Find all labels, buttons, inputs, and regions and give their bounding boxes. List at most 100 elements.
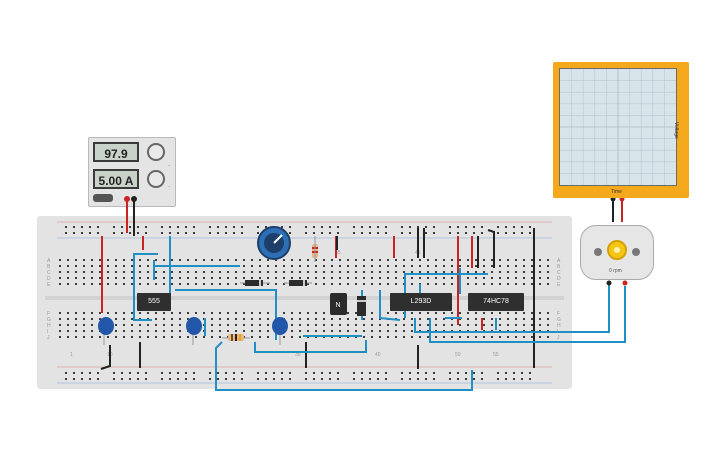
breadboard-hole[interactable] xyxy=(315,330,317,332)
breadboard-hole[interactable] xyxy=(243,283,245,285)
breadboard-hole[interactable] xyxy=(411,271,413,273)
breadboard-hole[interactable] xyxy=(523,265,525,267)
breadboard-hole[interactable] xyxy=(163,259,165,261)
breadboard-hole[interactable] xyxy=(435,324,437,326)
breadboard-hole[interactable] xyxy=(291,336,293,338)
breadboard-hole[interactable] xyxy=(225,232,227,234)
breadboard-hole[interactable] xyxy=(91,336,93,338)
breadboard-hole[interactable] xyxy=(459,265,461,267)
breadboard-hole[interactable] xyxy=(507,336,509,338)
breadboard-hole[interactable] xyxy=(403,318,405,320)
breadboard-hole[interactable] xyxy=(291,330,293,332)
breadboard-hole[interactable] xyxy=(459,312,461,314)
breadboard-hole[interactable] xyxy=(369,378,371,380)
breadboard-hole[interactable] xyxy=(313,232,315,234)
breadboard-hole[interactable] xyxy=(339,330,341,332)
breadboard-hole[interactable] xyxy=(483,277,485,279)
breadboard-hole[interactable] xyxy=(163,318,165,320)
breadboard-hole[interactable] xyxy=(155,324,157,326)
breadboard-hole[interactable] xyxy=(353,232,355,234)
breadboard-hole[interactable] xyxy=(515,283,517,285)
breadboard-hole[interactable] xyxy=(227,283,229,285)
breadboard-hole[interactable] xyxy=(425,226,427,228)
breadboard-hole[interactable] xyxy=(177,226,179,228)
breadboard-hole[interactable] xyxy=(313,226,315,228)
breadboard-hole[interactable] xyxy=(267,271,269,273)
breadboard-hole[interactable] xyxy=(233,226,235,228)
breadboard-hole[interactable] xyxy=(491,318,493,320)
breadboard-hole[interactable] xyxy=(211,283,213,285)
breadboard-hole[interactable] xyxy=(81,232,83,234)
breadboard-hole[interactable] xyxy=(355,277,357,279)
breadboard-hole[interactable] xyxy=(187,277,189,279)
breadboard-hole[interactable] xyxy=(273,378,275,380)
breadboard-hole[interactable] xyxy=(499,265,501,267)
breadboard-hole[interactable] xyxy=(521,378,523,380)
breadboard-hole[interactable] xyxy=(427,277,429,279)
power-switch[interactable] xyxy=(93,194,113,202)
breadboard-hole[interactable] xyxy=(403,271,405,273)
breadboard-hole[interactable] xyxy=(307,259,309,261)
breadboard-hole[interactable] xyxy=(491,324,493,326)
breadboard-hole[interactable] xyxy=(241,226,243,228)
breadboard-hole[interactable] xyxy=(115,324,117,326)
breadboard-hole[interactable] xyxy=(403,330,405,332)
breadboard-hole[interactable] xyxy=(425,232,427,234)
breadboard-hole[interactable] xyxy=(211,312,213,314)
breadboard-hole[interactable] xyxy=(233,378,235,380)
breadboard-hole[interactable] xyxy=(107,336,109,338)
breadboard-hole[interactable] xyxy=(323,318,325,320)
breadboard-hole[interactable] xyxy=(137,226,139,228)
breadboard-hole[interactable] xyxy=(377,378,379,380)
breadboard-hole[interactable] xyxy=(371,312,373,314)
breadboard-hole[interactable] xyxy=(219,283,221,285)
breadboard-hole[interactable] xyxy=(267,330,269,332)
breadboard-hole[interactable] xyxy=(411,330,413,332)
breadboard-hole[interactable] xyxy=(323,259,325,261)
breadboard-hole[interactable] xyxy=(419,259,421,261)
breadboard-hole[interactable] xyxy=(179,336,181,338)
breadboard-hole[interactable] xyxy=(387,265,389,267)
breadboard-hole[interactable] xyxy=(217,232,219,234)
breadboard-hole[interactable] xyxy=(123,336,125,338)
breadboard-hole[interactable] xyxy=(115,312,117,314)
breadboard-hole[interactable] xyxy=(379,330,381,332)
breadboard-hole[interactable] xyxy=(435,265,437,267)
breadboard-hole[interactable] xyxy=(443,259,445,261)
breadboard-hole[interactable] xyxy=(83,277,85,279)
breadboard-hole[interactable] xyxy=(299,312,301,314)
breadboard-hole[interactable] xyxy=(315,318,317,320)
current-knob[interactable] xyxy=(147,170,165,188)
breadboard-hole[interactable] xyxy=(243,271,245,273)
breadboard-hole[interactable] xyxy=(131,271,133,273)
breadboard-hole[interactable] xyxy=(433,378,435,380)
breadboard-hole[interactable] xyxy=(459,324,461,326)
breadboard-hole[interactable] xyxy=(137,378,139,380)
breadboard-hole[interactable] xyxy=(211,324,213,326)
breadboard-hole[interactable] xyxy=(411,277,413,279)
breadboard-hole[interactable] xyxy=(409,372,411,374)
breadboard-hole[interactable] xyxy=(281,226,283,228)
breadboard-hole[interactable] xyxy=(497,226,499,228)
breadboard-hole[interactable] xyxy=(131,259,133,261)
breadboard-hole[interactable] xyxy=(257,226,259,228)
breadboard-hole[interactable] xyxy=(435,283,437,285)
breadboard-hole[interactable] xyxy=(307,312,309,314)
breadboard-hole[interactable] xyxy=(499,271,501,273)
breadboard-hole[interactable] xyxy=(75,336,77,338)
breadboard-hole[interactable] xyxy=(219,277,221,279)
breadboard-hole[interactable] xyxy=(289,378,291,380)
breadboard-hole[interactable] xyxy=(251,324,253,326)
breadboard-hole[interactable] xyxy=(241,232,243,234)
breadboard-hole[interactable] xyxy=(217,372,219,374)
breadboard-hole[interactable] xyxy=(129,232,131,234)
breadboard-hole[interactable] xyxy=(363,271,365,273)
breadboard-hole[interactable] xyxy=(491,259,493,261)
breadboard-hole[interactable] xyxy=(395,330,397,332)
capacitor-icon[interactable] xyxy=(186,317,202,345)
breadboard-hole[interactable] xyxy=(337,232,339,234)
breadboard-hole[interactable] xyxy=(531,265,533,267)
breadboard-hole[interactable] xyxy=(353,372,355,374)
breadboard-hole[interactable] xyxy=(163,283,165,285)
breadboard-hole[interactable] xyxy=(203,312,205,314)
